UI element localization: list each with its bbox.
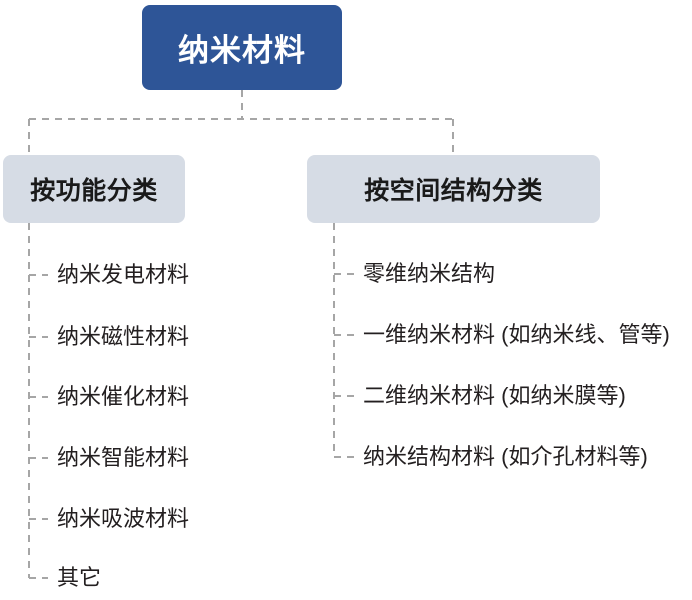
leaf-item: 二维纳米材料 (如纳米膜等) <box>363 383 626 408</box>
root-node-label: 纳米材料 <box>178 33 306 68</box>
root-node: 纳米材料 <box>142 5 342 90</box>
leaf-item: 纳米发电材料 <box>57 262 190 287</box>
branch-node-structural: 按空间结构分类 <box>307 155 600 223</box>
leaf-item: 一维纳米材料 (如纳米线、管等) <box>363 322 670 347</box>
leaf-item: 纳米催化材料 <box>57 384 190 409</box>
leaf-item: 其它 <box>57 565 102 590</box>
leaf-item: 纳米结构材料 (如介孔材料等) <box>363 444 648 469</box>
leaf-item: 零维纳米结构 <box>363 261 496 286</box>
branch-node-structural-label: 按空间结构分类 <box>364 177 543 205</box>
leaf-item: 纳米吸波材料 <box>57 506 190 531</box>
leaf-item: 纳米智能材料 <box>57 445 190 470</box>
branch-node-functional: 按功能分类 <box>3 155 185 223</box>
leaf-item: 纳米磁性材料 <box>57 324 190 349</box>
branch-node-functional-label: 按功能分类 <box>30 177 158 205</box>
